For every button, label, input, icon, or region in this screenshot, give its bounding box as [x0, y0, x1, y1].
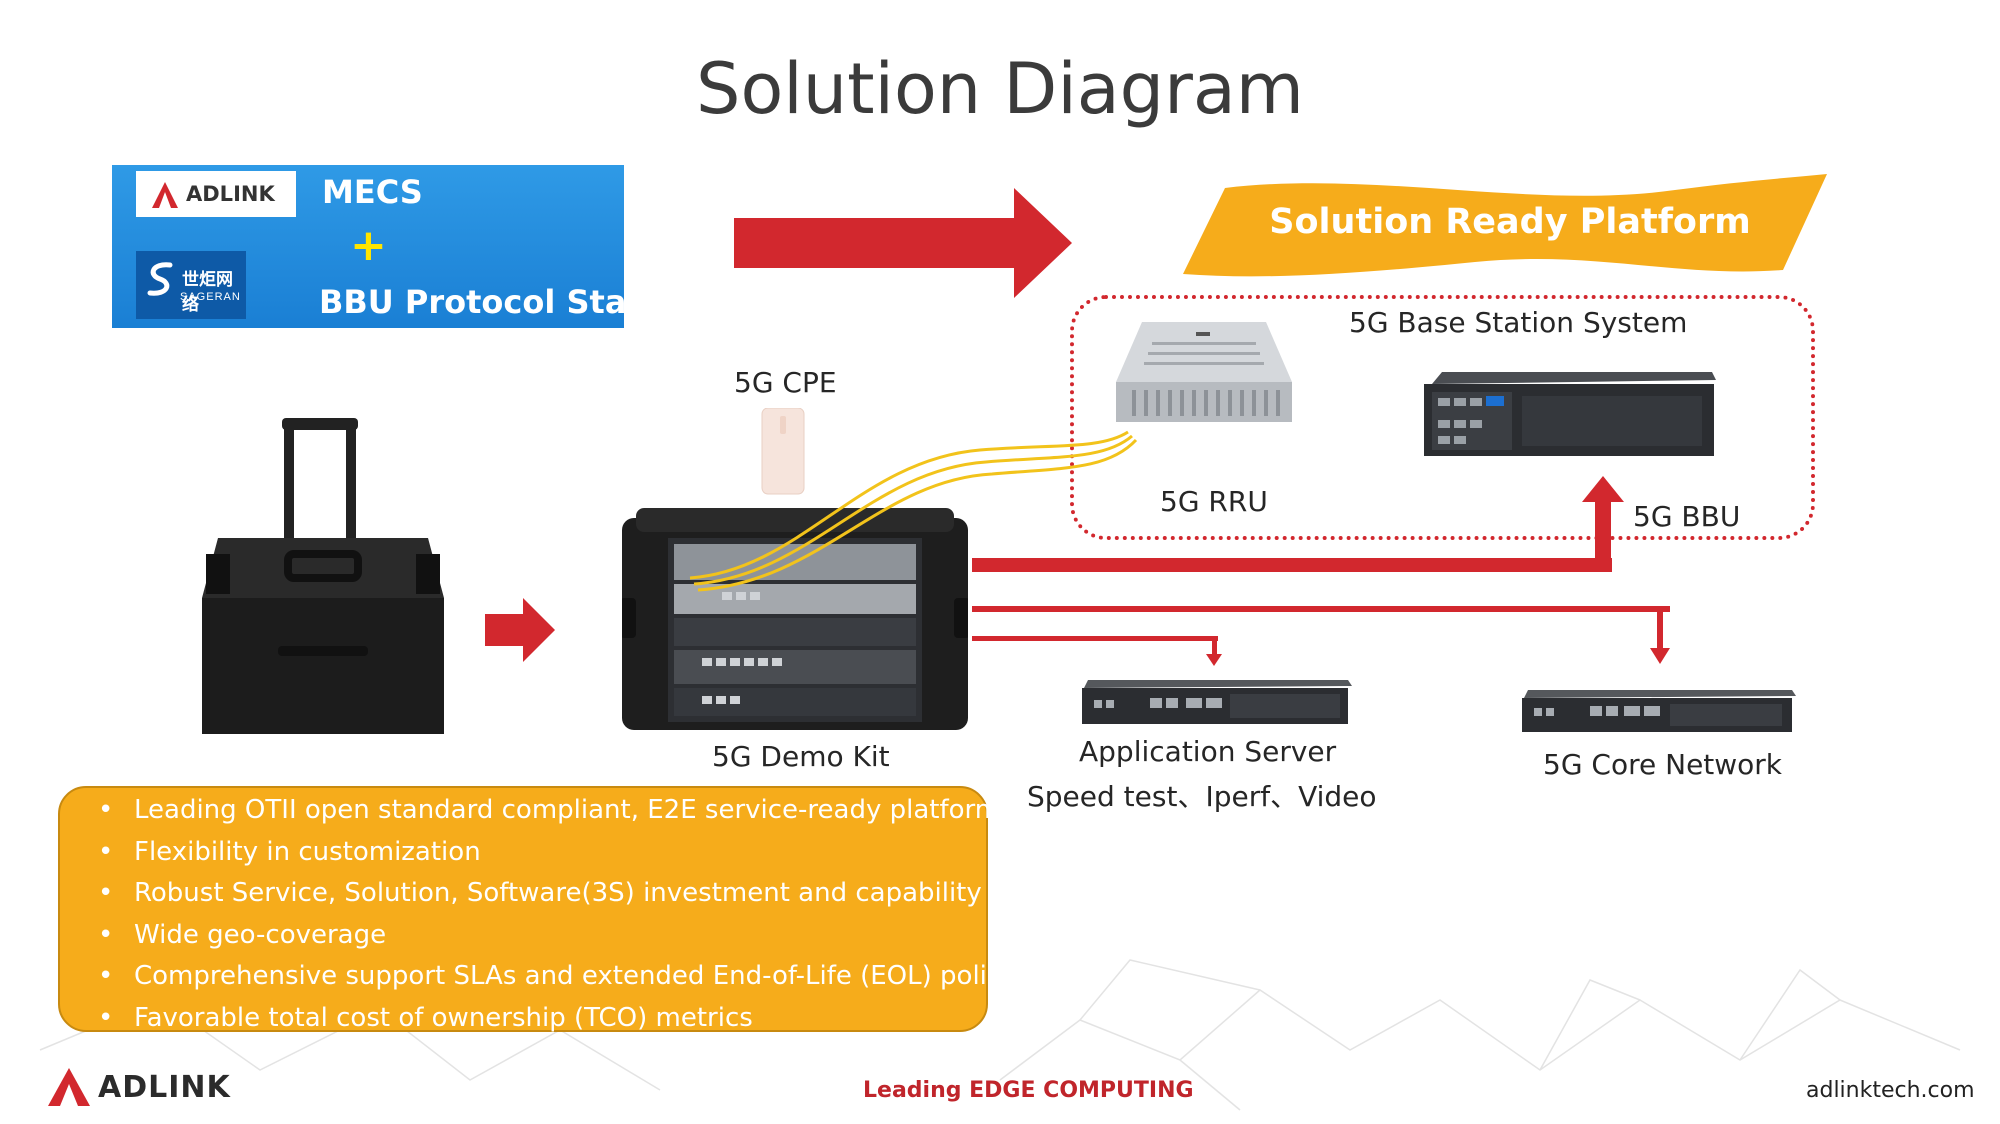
benefit-item: Wide geo-coverage [86, 915, 1038, 957]
app-server-image [1082, 680, 1352, 724]
demo-kit-image [622, 508, 968, 730]
sageran-logo-badge: 世炬网络 SAGERAN [136, 251, 246, 319]
connection-arrows [972, 476, 1670, 666]
cpe-device-image [761, 408, 805, 495]
benefit-item: Flexibility in customization [86, 832, 1038, 874]
adlink-logo-text: ADLINK [186, 182, 275, 206]
mecs-label: MECS [322, 173, 423, 211]
sageran-logo-en: SAGERAN [180, 291, 241, 303]
app-server-label: Application Server [1079, 735, 1337, 768]
footer-website[interactable]: adlinktech.com [1806, 1078, 1975, 1103]
demo-kit-label: 5G Demo Kit [712, 740, 890, 773]
benefit-item: Robust Service, Solution, Software(3S) i… [86, 873, 1038, 915]
core-network-label: 5G Core Network [1543, 748, 1783, 781]
rru-cables [689, 430, 1138, 592]
big-right-arrow [734, 188, 1072, 298]
solution-banner-shape [1183, 174, 1827, 277]
rru-device-image [1116, 322, 1292, 422]
benefit-item: Favorable total cost of ownership (TCO) … [86, 998, 1038, 1040]
solution-banner-text: Solution Ready Platform [1269, 202, 1751, 242]
sageran-logo-cn: 世炬网络 [182, 270, 233, 314]
benefit-item: Leading OTII open standard compliant, E2… [86, 790, 1038, 832]
sageran-logo-icon [147, 262, 173, 296]
benefit-item: Comprehensive support SLAs and extended … [86, 956, 1038, 998]
partner-box: ADLINK 世炬网络 SAGERAN MECS + BBU Protocol … [112, 165, 667, 328]
slide-title: Solution Diagram [696, 48, 1304, 130]
bbu-label: 5G BBU [1633, 500, 1741, 533]
suitcase-image [202, 418, 444, 734]
base-station-title: 5G Base Station System [1349, 306, 1688, 339]
base-station-box [1070, 295, 1815, 540]
small-right-arrow [485, 598, 555, 662]
plus-sign: + [350, 220, 387, 271]
adlink-logo-badge: ADLINK [136, 171, 296, 217]
app-server-sublabel: Speed test、Iperf、Video [1027, 780, 1377, 813]
footer-logo-text: ADLINK [98, 1070, 231, 1105]
benefits-box: Leading OTII open standard compliant, E2… [58, 786, 1038, 1039]
footer-tagline: Leading EDGE COMPUTING [863, 1078, 1194, 1103]
footer-logo-icon [48, 1068, 90, 1106]
core-server-image [1522, 690, 1796, 732]
benefits-list: Leading OTII open standard compliant, E2… [86, 790, 1038, 1039]
bbu-stack-label: BBU Protocol Stack [319, 283, 667, 321]
cpe-label: 5G CPE [734, 366, 837, 399]
bbu-device-image [1424, 372, 1716, 456]
adlink-logo-icon [152, 182, 178, 208]
rru-label: 5G RRU [1160, 485, 1268, 518]
